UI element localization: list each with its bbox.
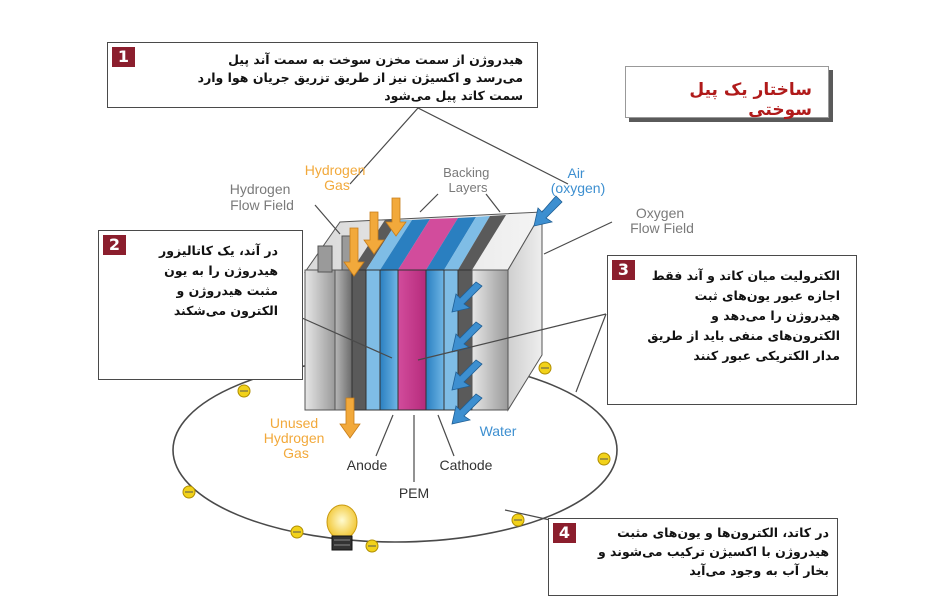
callout-2: 2 در آند، یک کاتالیزور هیدروژن را به یون… <box>98 230 303 380</box>
callout-2-text: در آند، یک کاتالیزور هیدروژن را به یون م… <box>159 243 278 318</box>
hydrogen-flow-field-line-2: Flow Field <box>230 197 294 213</box>
air-label: Air (oxygen) <box>551 165 605 196</box>
unused-hydrogen-label: Unused Hydrogen Gas <box>264 415 329 461</box>
hydrogen-flow-field-line-1: Hydrogen <box>230 181 291 197</box>
page-title: ساختار یک پیل سوختی <box>689 80 812 120</box>
backing-layers-label: Backing Layers <box>443 165 493 195</box>
light-bulb-icon <box>326 504 358 551</box>
electron-icon <box>182 361 611 553</box>
callout-4-number: 4 <box>553 523 576 543</box>
backing-layers-line-2: Layers <box>448 180 488 195</box>
callout-1-number: 1 <box>112 47 135 67</box>
hydrogen-gas-label: Hydrogen Gas <box>305 162 370 193</box>
leader-lines <box>301 107 613 521</box>
callout-4-text: در کاتد، الکترون‌ها و یون‌های مثبت هیدرو… <box>597 525 829 578</box>
hydrogen-gas-line-2: Gas <box>324 177 350 193</box>
oxygen-flow-field-label: Oxygen Flow Field <box>630 205 694 236</box>
air-arrow-icon <box>533 195 563 227</box>
unused-hydrogen-line-3: Gas <box>283 445 309 461</box>
unused-hydrogen-line-1: Unused <box>270 415 318 431</box>
anode-label: Anode <box>347 457 388 473</box>
air-line-2: (oxygen) <box>551 180 605 196</box>
fuel-cell-stack <box>304 210 543 412</box>
water-label: Water <box>480 423 517 439</box>
air-line-1: Air <box>567 165 584 181</box>
pem-label: PEM <box>399 485 429 501</box>
hydrogen-gas-line-1: Hydrogen <box>305 162 366 178</box>
hydrogen-arrow-icon <box>339 197 407 439</box>
callout-1: 1 هیدروژن از سمت مخزن سوخت به سمت آند پی… <box>107 42 538 108</box>
backing-layers-line-1: Backing <box>443 165 489 180</box>
water-arrow-icon <box>451 281 483 425</box>
callout-3-number: 3 <box>612 260 635 280</box>
callout-3: 3 الکترولیت میان کاتد و آند فقط اجازه عب… <box>607 255 857 405</box>
callout-3-text: الکترولیت میان کاتد و آند فقط اجازه عبور… <box>647 268 840 363</box>
callout-4: 4 در کاتد، الکترون‌ها و یون‌های مثبت هید… <box>548 518 838 596</box>
callout-1-text: هیدروژن از سمت مخزن سوخت به سمت آند پیل … <box>197 52 523 103</box>
hydrogen-flow-field-label: Hydrogen Flow Field <box>230 181 295 213</box>
oxygen-flow-field-line-1: Oxygen <box>636 205 684 221</box>
cathode-label: Cathode <box>440 457 493 473</box>
callout-2-number: 2 <box>103 235 126 255</box>
title-box: ساختار یک پیل سوختی <box>625 66 829 120</box>
unused-hydrogen-line-2: Hydrogen <box>264 430 325 446</box>
oxygen-flow-field-line-2: Flow Field <box>630 220 694 236</box>
